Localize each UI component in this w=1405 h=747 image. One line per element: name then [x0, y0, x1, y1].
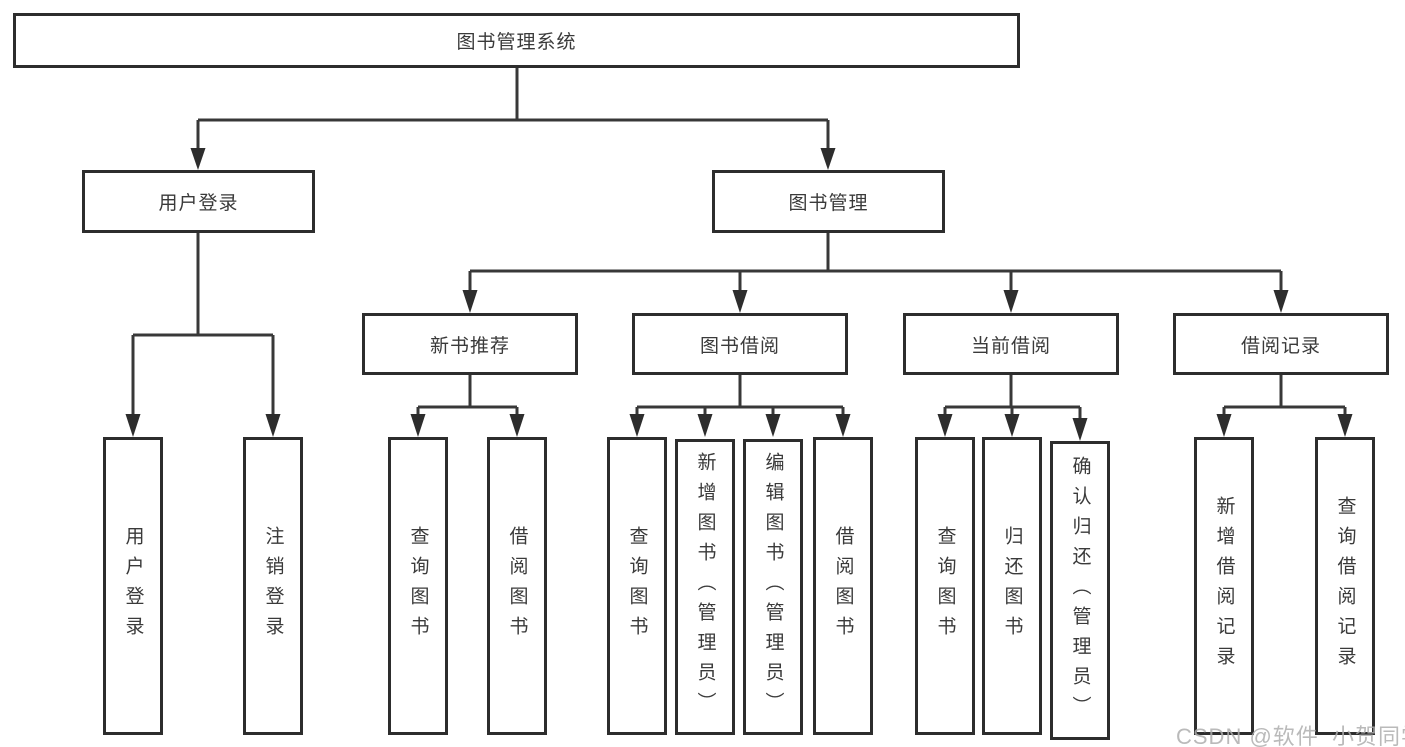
connector-current-borrowing [937, 375, 1088, 441]
node-root: 图书管理系统 [13, 13, 1020, 68]
leaf-logout-label: 注销登录 [262, 526, 284, 646]
connector-root [190, 68, 836, 170]
connector-book-borrowing [629, 375, 851, 437]
node-user-login-label: 用户登录 [158, 193, 239, 214]
leaf-return-books: 归还图书 [982, 437, 1042, 735]
leaf-add-book-admin-label: 新增图书（管理员） [694, 452, 716, 722]
node-borrowing-records-label: 借阅记录 [1240, 335, 1321, 357]
csdn-watermark: CSDN @软件_小贺同学 [1176, 724, 1405, 747]
connector-user-login [125, 233, 281, 437]
leaf-query-borrow-record: 查询借阅记录 [1315, 437, 1375, 735]
leaf-add-borrow-record: 新增借阅记录 [1194, 437, 1254, 735]
leaf-user-login-label: 用户登录 [122, 526, 144, 646]
leaf-confirm-return-admin-label: 确认归还（管理员） [1069, 455, 1091, 726]
node-book-management: 图书管理 [712, 170, 945, 233]
leaf-query-books-borrowing-label: 查询图书 [626, 526, 648, 646]
leaf-edit-book-admin-label: 编辑图书（管理员） [762, 452, 784, 722]
leaf-query-books-borrowing: 查询图书 [607, 437, 667, 735]
leaf-return-books-label: 归还图书 [1001, 526, 1023, 646]
node-current-borrowing-label: 当前借阅 [970, 335, 1051, 357]
leaf-borrow-books-recommend: 借阅图书 [487, 437, 547, 735]
connector-book-management [462, 233, 1289, 313]
leaf-user-login: 用户登录 [103, 437, 163, 735]
leaf-logout: 注销登录 [243, 437, 303, 735]
leaf-query-books-current: 查询图书 [915, 437, 975, 735]
node-borrowing-records: 借阅记录 [1173, 313, 1389, 375]
leaf-query-books-recommend: 查询图书 [388, 437, 448, 735]
node-current-borrowing: 当前借阅 [903, 313, 1119, 375]
node-book-management-label: 图书管理 [788, 193, 869, 214]
leaf-edit-book-admin: 编辑图书（管理员） [743, 439, 803, 735]
node-new-book-recommendation-label: 新书推荐 [429, 335, 510, 357]
node-book-borrowing-label: 图书借阅 [699, 335, 780, 357]
connector-new-book-recommendation [410, 375, 525, 437]
node-root-label: 图书管理系统 [456, 32, 577, 53]
leaf-borrow-books-borrowing: 借阅图书 [813, 437, 873, 735]
node-user-login: 用户登录 [82, 170, 315, 233]
leaf-query-books-current-label: 查询图书 [934, 526, 956, 646]
leaf-add-borrow-record-label: 新增借阅记录 [1213, 496, 1235, 676]
leaf-add-book-admin: 新增图书（管理员） [675, 439, 735, 735]
leaf-borrow-books-recommend-label: 借阅图书 [506, 526, 528, 646]
node-new-book-recommendation: 新书推荐 [362, 313, 578, 375]
connector-borrowing-records [1216, 375, 1353, 437]
leaf-borrow-books-borrowing-label: 借阅图书 [832, 526, 854, 646]
leaf-query-books-recommend-label: 查询图书 [407, 526, 429, 646]
leaf-confirm-return-admin: 确认归还（管理员） [1050, 441, 1110, 740]
node-book-borrowing: 图书借阅 [632, 313, 848, 375]
leaf-query-borrow-record-label: 查询借阅记录 [1334, 496, 1356, 676]
